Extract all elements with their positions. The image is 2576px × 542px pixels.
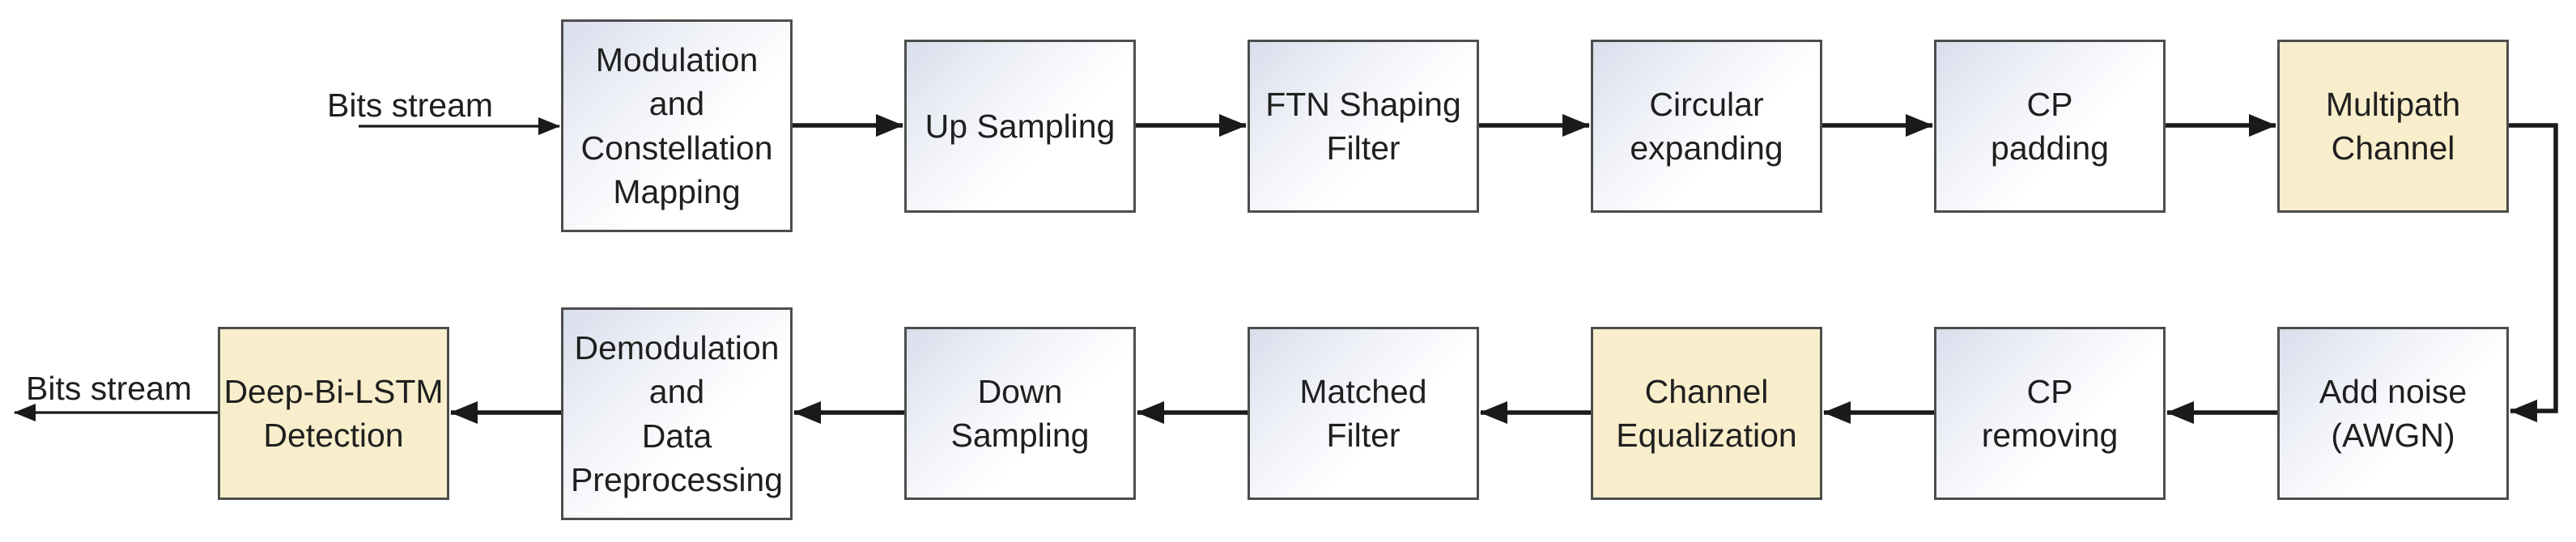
node-label: Down Sampling — [950, 372, 1090, 454]
bits-stream-input-label: Bits stream — [327, 87, 494, 124]
node-label: FTN Shaping Filter — [1265, 85, 1461, 167]
bits-stream-output-label: Bits stream — [26, 370, 193, 407]
node-label: Up Sampling — [925, 107, 1116, 145]
node-cp-removing: CP removing — [1934, 327, 2166, 500]
node-deep-bi-lstm-detection: Deep-Bi-LSTM Detection — [218, 327, 449, 500]
node-channel-equalization: Channel Equalization — [1591, 327, 1822, 500]
arrow-multipath-to-addnoise — [2509, 123, 2558, 422]
node-label: Multipath Channel — [2325, 85, 2461, 167]
node-cp-padding: CP padding — [1934, 40, 2166, 213]
node-multipath-channel: Multipath Channel — [2277, 40, 2509, 213]
node-label: Add noise (AWGN) — [2319, 372, 2468, 454]
node-circular-expanding: Circular expanding — [1591, 40, 1822, 213]
node-label: Channel Equalization — [1616, 372, 1797, 454]
node-add-noise-awgn: Add noise (AWGN) — [2277, 327, 2509, 500]
node-ftn-shaping-filter: FTN Shaping Filter — [1248, 40, 1479, 213]
node-label: Matched Filter — [1299, 372, 1427, 454]
node-label: Demodulation and Data Preprocessing — [570, 329, 784, 498]
node-modulation-constellation-mapping: Modulation and Constellation Mapping — [561, 19, 793, 232]
node-demodulation-data-preprocessing: Demodulation and Data Preprocessing — [561, 307, 793, 520]
node-label: Modulation and Constellation Mapping — [580, 41, 773, 210]
node-label: Deep-Bi-LSTM Detection — [223, 372, 444, 454]
node-label: CP padding — [1991, 85, 2109, 167]
node-down-sampling: Down Sampling — [904, 327, 1136, 500]
node-label: Circular expanding — [1630, 85, 1783, 167]
node-matched-filter: Matched Filter — [1248, 327, 1479, 500]
node-up-sampling: Up Sampling — [904, 40, 1136, 213]
node-label: CP removing — [1981, 372, 2119, 454]
